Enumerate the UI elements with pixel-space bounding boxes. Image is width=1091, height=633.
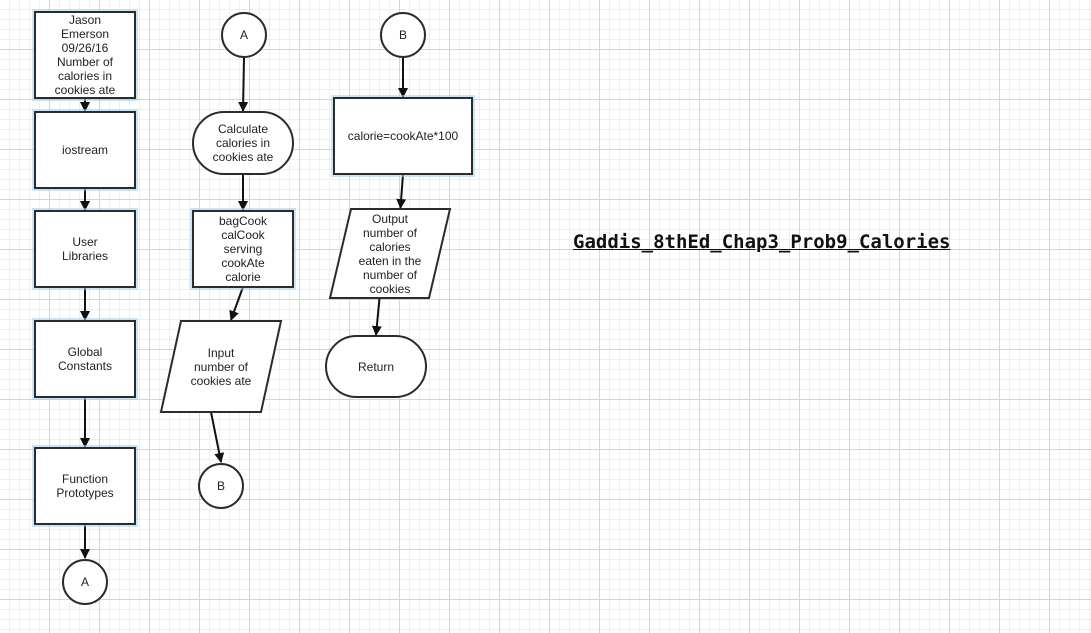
io-shape [328,208,452,299]
node-global-constants[interactable]: Global Constants [32,318,138,400]
edge-compute-calorie-to-output-calories[interactable] [396,173,407,209]
node-connector-a-1[interactable]: A [62,559,108,605]
node-label: Global Constants [57,345,113,373]
node-label: A [80,575,89,589]
node-label: B [216,479,225,493]
connector-shape [62,559,108,605]
io-shape [159,320,283,413]
node-connector-b-2[interactable]: B [380,12,426,58]
node-label: Output number of calories eaten in the n… [358,211,422,296]
edge-input-cookies-to-connector-b-1[interactable] [210,411,225,463]
node-label: Calculate calories in cookies ate [212,122,274,164]
node-return[interactable]: Return [325,335,427,398]
terminal-shape [325,335,427,398]
node-output-calories[interactable]: Output number of calories eaten in the n… [328,208,452,299]
diagram-title: Gaddis_8thEd_Chap3_Prob9_Calories [573,231,951,253]
node-label: Function Prototypes [56,472,114,500]
node-label: Return [357,359,395,374]
terminal-shape [192,111,294,175]
process-shape [32,208,138,290]
node-connector-a-2[interactable]: A [221,12,267,58]
node-compute-calorie[interactable]: calorie=cookAte*100 [331,95,475,177]
node-label: Jason Emerson 09/26/16 Number of calorie… [54,13,116,97]
process-shape [331,95,475,177]
node-label: bagCook calCook serving cookAte calorie [218,214,268,284]
node-input-cookies[interactable]: Input number of cookies ate [159,320,283,413]
edge-connector-a-2-to-calculate-calories[interactable] [238,57,249,112]
node-function-prototypes[interactable]: Function Prototypes [32,445,138,527]
node-label: B [398,28,407,42]
process-shape [32,9,138,101]
process-shape [32,109,138,191]
connector-shape [221,12,267,58]
edge-variables-to-input-cookies[interactable] [229,286,244,321]
process-shape [32,318,138,400]
node-header[interactable]: Jason Emerson 09/26/16 Number of calorie… [32,9,138,101]
node-label: User Libraries [61,235,109,263]
edge-output-calories-to-return[interactable] [371,297,382,336]
node-variables[interactable]: bagCook calCook serving cookAte calorie [190,208,296,290]
process-shape [32,445,138,527]
process-shape [190,208,296,290]
node-label: iostream [61,143,108,157]
node-label: calorie=cookAte*100 [347,129,459,143]
node-iostream[interactable]: iostream [32,109,138,191]
node-user-libraries[interactable]: User Libraries [32,208,138,290]
node-label: Input number of cookies ate [190,345,252,388]
node-calculate-calories[interactable]: Calculate calories in cookies ate [192,111,294,175]
node-label: A [239,28,248,42]
node-connector-b-1[interactable]: B [198,463,244,509]
connector-shape [380,12,426,58]
connector-shape [198,463,244,509]
